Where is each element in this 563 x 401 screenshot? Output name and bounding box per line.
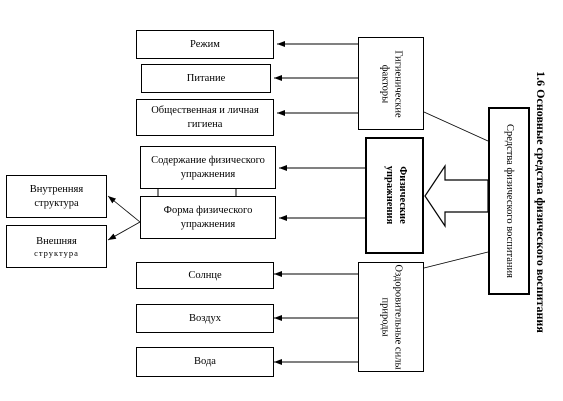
box-group-nature [358,262,424,372]
page-title: 1.6 Основные средства физического воспит… [534,71,548,333]
box-outer-structure: Внешняя структура [6,225,107,268]
box-air: Воздух [136,304,274,333]
arrow-form-inner [107,195,141,223]
box-group-hygiene [358,37,424,130]
box-nutrition: Питание [141,64,271,93]
link-center-hygiene [423,111,489,142]
label-air: Воздух [188,312,222,324]
box-water: Вода [136,347,274,377]
box-form: Форма физического упражнения [140,196,276,239]
box-content: Содержание физического упражнения [140,146,276,189]
box-inner-structure: Внутренняя структура [6,175,107,218]
big-hollow-arrow [424,164,489,228]
label-inner-main: Внутренняя [29,184,84,196]
label-sun: Солнце [188,269,222,281]
label-center: Средства физического воспитания [504,123,516,278]
box-group-exercise [365,137,424,254]
label-regime: Режим [190,38,220,50]
label-nutrition: Питание [186,72,226,84]
label-outer-main: Внешняя [36,235,77,247]
arrow-form-outer [107,221,141,241]
label-outer-sub: структура [34,247,79,258]
label-form: Форма физического упражнения [163,205,253,230]
link-center-nature [423,251,489,269]
label-group-nature: Оздоровительные силы природы [379,264,404,370]
label-group-hygiene: Гигиенические факторы [379,50,404,118]
label-water: Вода [194,356,216,368]
label-group-exercise: Физические упражнения [384,165,408,225]
label-hygiene: Общественная и личная гигиена [151,105,259,130]
label-inner-sub: структура [34,197,79,209]
box-hygiene: Общественная и личная гигиена [136,99,274,136]
box-regime: Режим [136,30,274,59]
box-center [488,107,530,295]
box-sun: Солнце [136,262,274,289]
label-content: Содержание физического упражнения [151,155,265,180]
